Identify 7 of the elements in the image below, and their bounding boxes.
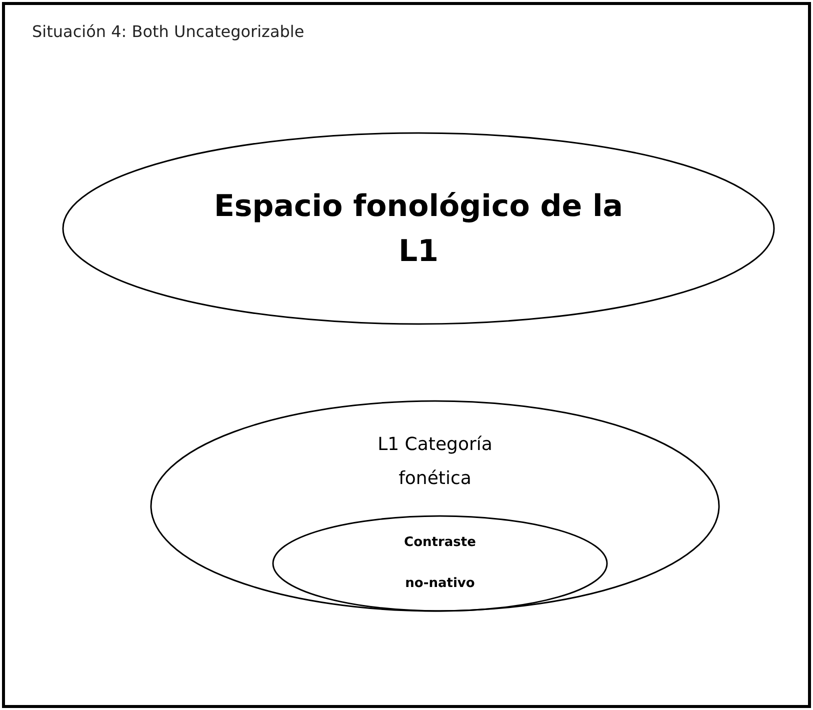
ellipse-node	[150, 400, 720, 612]
node-label: Contraste no-nativo	[403, 534, 477, 594]
ellipse-node	[272, 515, 608, 612]
node-label: L1 Categoría fonética	[376, 433, 494, 492]
diagram-title: Situación 4: Both Uncategorizable	[32, 22, 304, 41]
ellipse-node	[62, 132, 775, 325]
node-label: Espacio fonológico de la L1	[212, 188, 624, 270]
